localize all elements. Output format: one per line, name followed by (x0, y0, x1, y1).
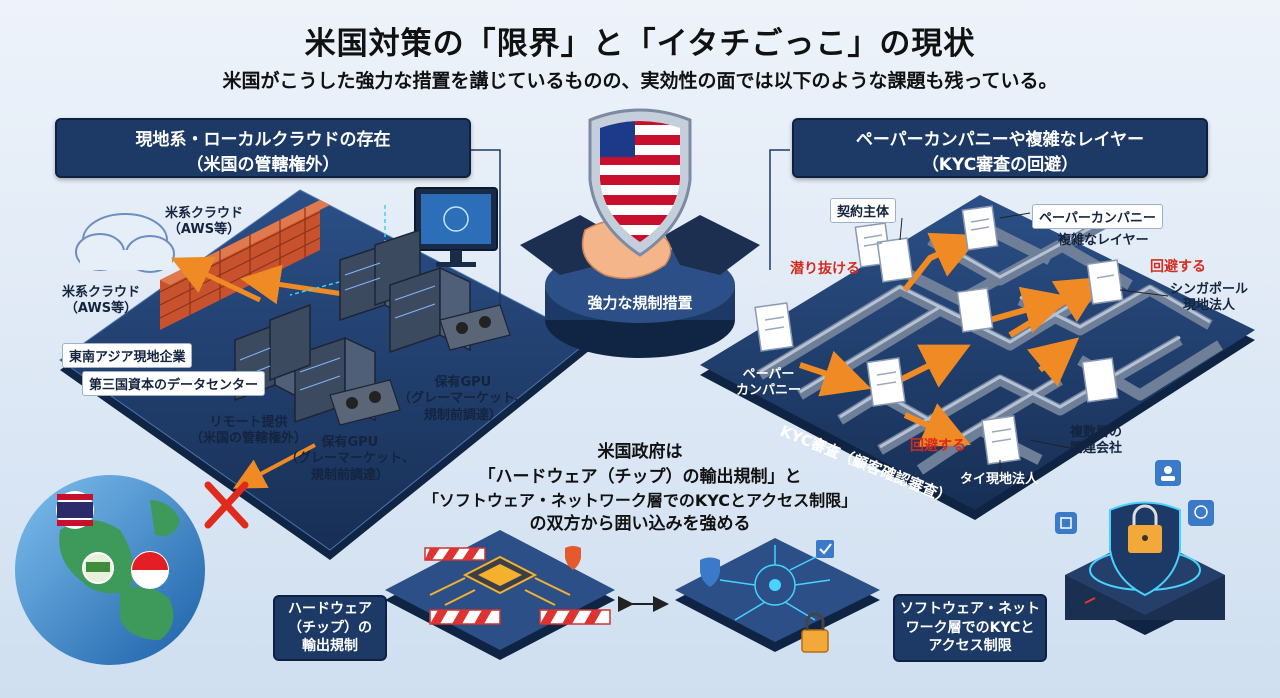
contract-entity-label: 契約主体 (830, 198, 897, 223)
us-government-statement: 米国政府は 「ハードウェア（チップ）の輸出規制」と 「ソフトウェア・ネットワーク… (370, 440, 910, 537)
right-panel-title-line1: ペーパーカンパニーや複雑なレイヤー (855, 130, 1145, 150)
pedestal-label: 強力な規制措置 (587, 294, 693, 312)
slip-through-label: 潜り抜ける (790, 261, 860, 277)
complex-layer-label: 複雑なレイヤー (1058, 233, 1149, 248)
right-panel-title: ペーパーカンパニーや複雑なレイヤー （KYC審査の回避） (792, 118, 1208, 178)
gpu-icon (329, 304, 511, 426)
left-panel-title: 現地系・ローカルクラウドの存在 （米国の管轄権外） (55, 118, 471, 178)
gov-line-3: 「ソフトウェア・ネットワーク層でのKYCとアクセス制限」 (422, 491, 858, 511)
padlock-shield-icon (1065, 501, 1225, 635)
us-cloud-label-2: 米系クラウド （AWS等） (62, 285, 141, 317)
gov-line-4: の双方から囲い込みを強める (529, 514, 751, 535)
page-title: 米国対策の「限界」と「イタチごっこ」の現状 (304, 26, 976, 62)
barricade-icon (424, 546, 611, 625)
sea-company-label: 東南アジア現地企業 (62, 343, 193, 368)
document-icon (754, 205, 1124, 465)
us-cloud-label-1: 米系クラウド （AWS等） (165, 206, 244, 238)
user-card-icon (1055, 460, 1214, 534)
left-panel-title-line1: 現地系・ローカルクラウドの存在 (135, 130, 391, 150)
gpu-label-1: 保有GPU （グレーマーケット、 規制前調達） (398, 375, 528, 423)
gov-line-1: 米国政府は (597, 442, 683, 462)
monitor-icon (414, 187, 498, 267)
hardware-export-control-box: ハードウェア （チップ）の 輸出規制 (273, 595, 387, 661)
thai-entity-label: タイ現地法人 (960, 472, 1039, 487)
network-icon (675, 538, 880, 652)
multi-layer-label: 複数層の 関連会社 (1070, 425, 1123, 457)
paper-company-left-label: ペーパー カンパニー (736, 367, 802, 399)
gpu-label-2: 保有GPU （グレーマーケット、 規制前調達） (285, 435, 415, 483)
page-subtitle: 米国がこうした強力な措置を講じているものの、実効性の面では以下のような課題も残っ… (222, 70, 1058, 92)
avoid-label-2: 回避する (910, 438, 966, 454)
software-kyc-box: ソフトウェア・ネット ワーク層でのKYCと アクセス制限 (893, 594, 1047, 662)
lock-icon (700, 540, 834, 653)
third-country-dc-label: 第三国資本のデータセンター (82, 371, 266, 396)
globe-icon (15, 475, 205, 665)
right-panel-title-line2: （KYC審査の回避） (921, 155, 1079, 175)
shield-us-flag-icon (588, 108, 692, 257)
avoid-label-1: 回避する (1150, 259, 1206, 275)
singapore-entity-label: シンガポール 現地法人 (1170, 282, 1249, 314)
remote-provision-label: リモート提供 （米国の管轄権外） (190, 415, 308, 447)
left-panel-title-line2: （米国の管轄権外） (186, 155, 340, 175)
cross-icon (204, 481, 249, 529)
cloud-icon (75, 213, 175, 273)
paper-company-top-label: ペーパーカンパニー (1032, 204, 1163, 229)
gov-line-2: 「ハードウェア（チップ）の輸出規制」と (478, 466, 802, 487)
